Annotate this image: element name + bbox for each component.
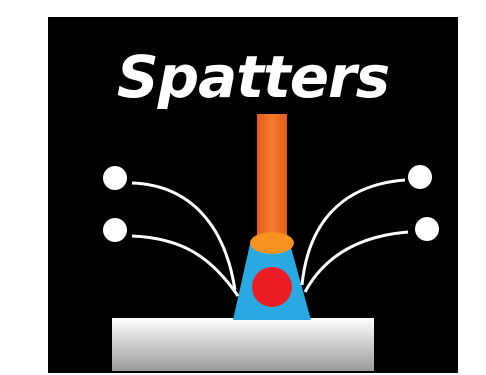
spatter-droplet-icon (415, 217, 439, 241)
spatter-droplet-icon (103, 166, 127, 190)
spatter-trail-right-lower (305, 232, 408, 292)
spatter-droplet-icon (408, 165, 432, 189)
base-metal-icon (112, 318, 374, 371)
weld-pool-icon (252, 267, 292, 307)
electrode-tip-icon (250, 232, 294, 254)
electrode-icon (257, 114, 287, 238)
spatter-trail-right-upper (302, 180, 405, 285)
spatter-droplet-icon (103, 218, 127, 242)
